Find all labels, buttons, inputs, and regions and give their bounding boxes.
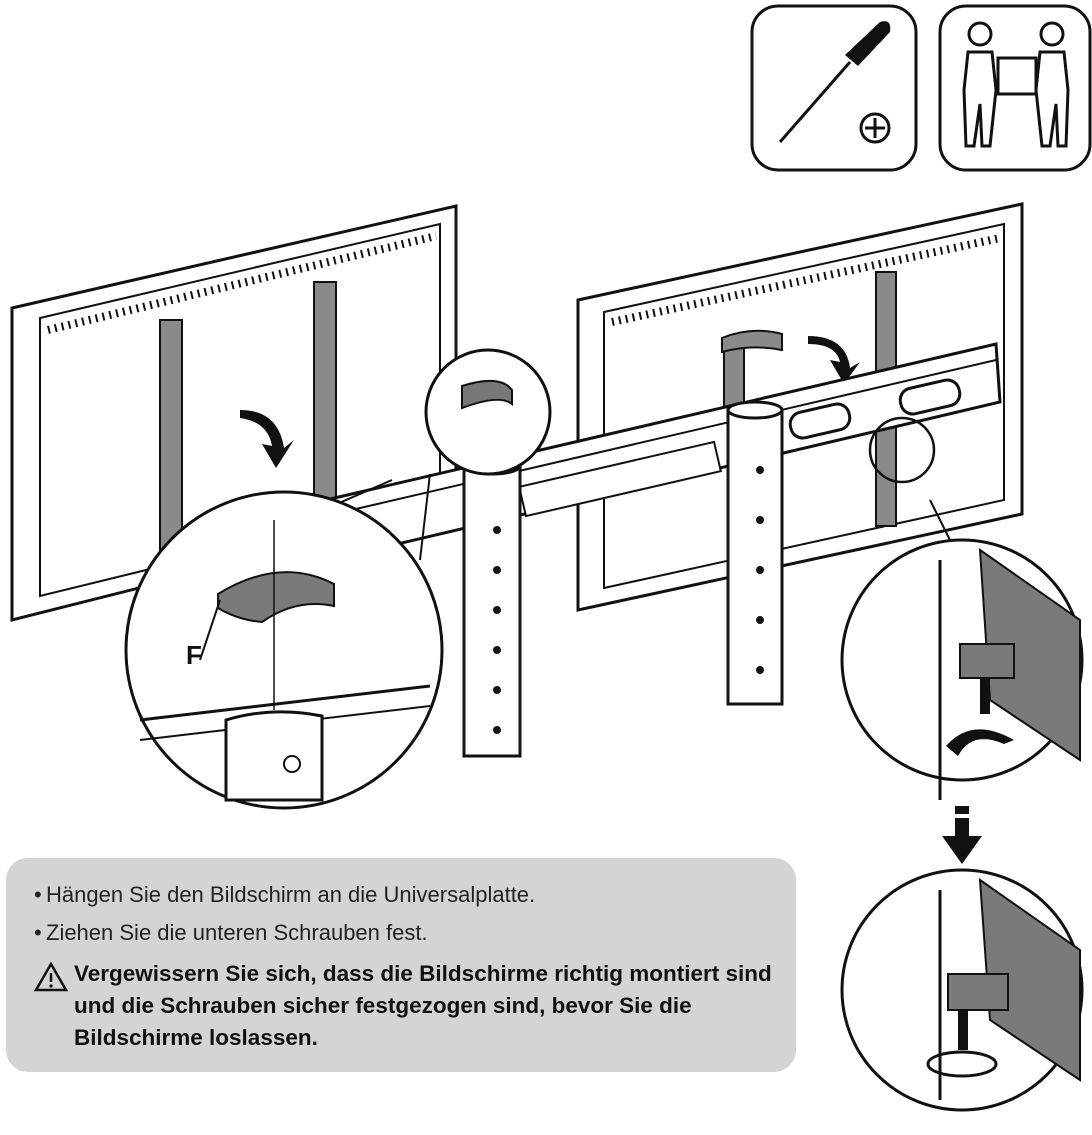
phillips-screwdriver-icon [750,4,918,172]
warning-triangle-icon [34,962,68,992]
part-label-f: F [186,640,202,670]
cap-detail-small [424,348,552,476]
instruction-bullet-2: •Ziehen Sie die unteren Schrauben fest. [34,920,428,945]
magnified-cap-detail [124,473,444,810]
down-arrow-icon [942,806,982,864]
screw-detail-bottom [840,868,1084,1112]
stand-posts [462,400,784,758]
instruction-text: Ziehen Sie die unteren Schrauben fest. [46,920,428,945]
warning-text: Vergewissern Sie sich, dass die Bildschi… [74,961,772,1050]
instruction-text: Hängen Sie den Bildschirm an die Univers… [46,882,536,907]
instruction-panel: •Hängen Sie den Bildschirm an die Univer… [6,858,796,1072]
two-person-lift-icon [938,4,1092,172]
screw-detail-top [840,416,1084,800]
instruction-bullet-1: •Hängen Sie den Bildschirm an die Univer… [34,882,536,907]
